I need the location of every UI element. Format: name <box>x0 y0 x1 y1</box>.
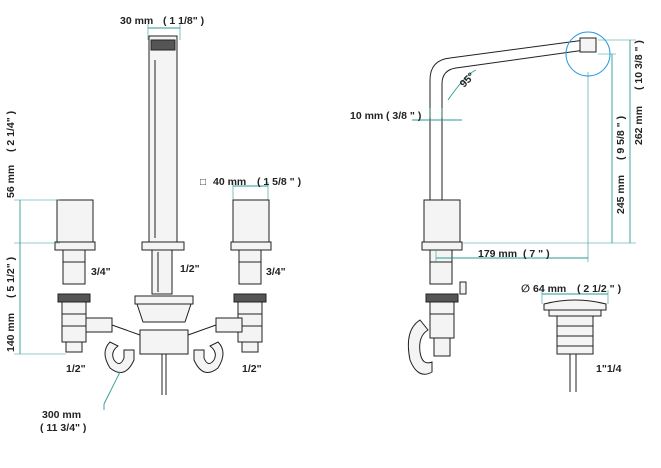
total-height-inch: ( 10 3/8 " ) <box>633 40 645 90</box>
handle-square-mm: 40 mm <box>213 176 246 188</box>
side-spout <box>429 31 611 200</box>
reach-inch: ( 7 " ) <box>523 248 550 260</box>
wall-thickness-dimension: 10 mm ( 3/8 " ) <box>350 110 462 122</box>
hose-length-callout: 300 mm ( 11 3/4" ) <box>40 371 121 434</box>
reach-mm: 179 mm <box>478 248 517 260</box>
thread-left-bottom: 1/2" <box>66 363 86 375</box>
handle-square-symbol: □ <box>200 177 206 188</box>
total-height-mm: 262 mm <box>633 106 645 145</box>
drain-diameter-mm: 64 mm <box>533 283 566 295</box>
angle-arc <box>447 69 477 101</box>
reach-dimension: 179 mm ( 7 " ) <box>435 72 589 262</box>
thread-right-bottom: 1/2" <box>242 363 262 375</box>
handle-height-mm: 56 mm <box>5 165 17 198</box>
body-height-inch: ( 5 1/2" ) <box>5 257 17 298</box>
drain-diameter-inch: ( 2 1/2 " ) <box>577 283 621 295</box>
drain-thread: 1"1/4 <box>596 363 622 375</box>
drain: ∅ 64 mm ( 2 1/2 " ) 1"1/4 <box>521 283 622 392</box>
spout-width-inch: ( 1 1/8" ) <box>163 15 204 27</box>
body-height-mm: 140 mm <box>5 313 17 352</box>
side-view: 95° 10 mm ( 3/8 " ) 179 mm ( 7 " ) <box>350 31 645 392</box>
height-dimensions: 245 mm ( 9 5/8 " ) 262 mm ( 10 3/8 " ) <box>462 39 645 244</box>
thread-spout: 1/2" <box>180 263 200 275</box>
side-valve <box>407 199 467 375</box>
wall-thickness-mm: 10 mm <box>350 110 383 122</box>
wall-thickness-inch: ( 3/8 " ) <box>386 110 421 122</box>
left-height-dimensions: 56 mm ( 2 1/4" ) 140 mm ( 5 1/2" ) <box>5 111 66 355</box>
spout <box>141 35 185 295</box>
front-view: 30 mm ( 1 1/8" ) 1/2" □ 40 mm ( 1 5/8 " … <box>5 15 301 434</box>
handle-square-inch: ( 1 5/8 " ) <box>257 176 301 188</box>
left-valve <box>54 199 96 353</box>
right-valve <box>230 199 272 353</box>
hose-length-mm: 300 mm <box>42 409 81 421</box>
spout-width-dimension: 30 mm ( 1 1/8" ) <box>120 15 204 40</box>
handle-height-inch: ( 2 1/4" ) <box>5 111 17 152</box>
handle-square-dimension: □ 40 mm ( 1 5/8 " ) <box>200 176 301 200</box>
thread-right-valve: 3/4" <box>266 266 286 278</box>
drain-diameter-symbol: ∅ <box>521 283 530 295</box>
spout-height-mm: 245 mm <box>615 175 627 214</box>
thread-left-valve: 3/4" <box>91 266 111 278</box>
spout-height-inch: ( 9 5/8 " ) <box>615 116 627 160</box>
angle-label: 95° <box>458 70 478 90</box>
spout-width-mm: 30 mm <box>120 15 153 27</box>
mixer-body <box>85 295 243 395</box>
hose-length-inch: ( 11 3/4" ) <box>40 422 86 434</box>
